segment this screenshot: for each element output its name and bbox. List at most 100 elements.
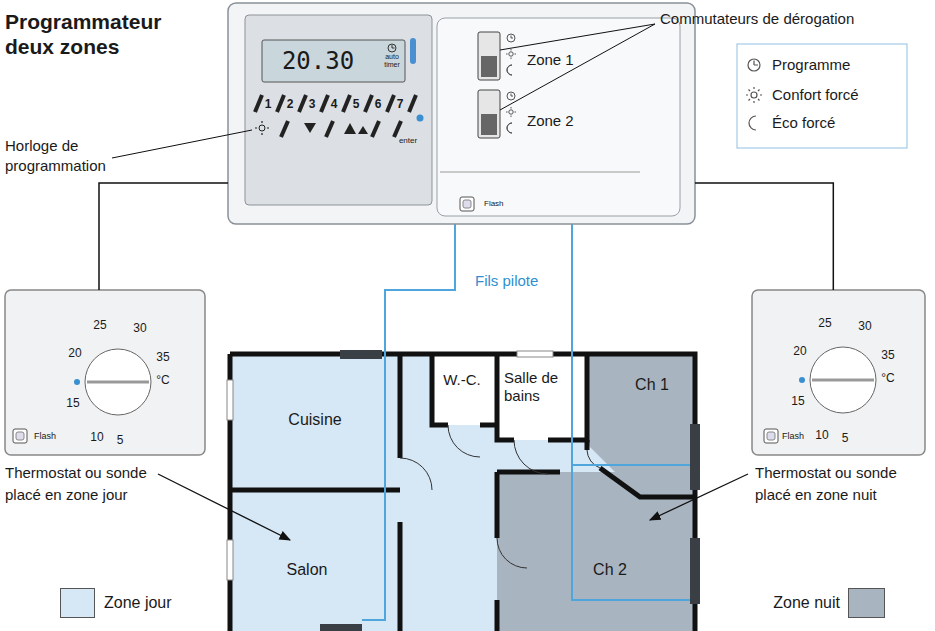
programmer-housing	[262, 40, 405, 82]
floor-plan	[587, 440, 695, 497]
programmer-housing	[392, 45, 395, 48]
override-switch	[506, 107, 516, 117]
floor-plan	[227, 351, 695, 631]
thermostat-housing	[764, 429, 778, 443]
thermostat-housing	[87, 381, 149, 384]
floor-plan	[514, 440, 548, 474]
legend-text: Confort forcé	[772, 86, 859, 104]
keypad-bars	[326, 121, 333, 137]
override-switch	[507, 123, 512, 133]
callout-label: Commutateurs de dérogation	[660, 10, 854, 28]
thermostat-box: 2530203515°C105Flash	[5, 290, 205, 455]
day-number: 6	[375, 97, 382, 111]
radiator	[320, 624, 362, 631]
leader-line	[112, 130, 252, 158]
thermostat-box: 2530203515°C105Flash	[752, 290, 925, 455]
dial-number: 35	[881, 348, 894, 362]
symbol-legend	[749, 116, 756, 130]
programmer-housing	[417, 115, 424, 122]
caption: Thermostat ou sonde placé en zone nuit	[755, 462, 920, 506]
keypad-bars	[277, 95, 284, 112]
zone-label: Zone 1	[527, 51, 574, 69]
legend-text: Zone jour	[104, 593, 172, 612]
keypad-bars	[255, 95, 416, 137]
floor-plan	[230, 488, 400, 493]
dial-number: 10	[815, 428, 828, 442]
room: Salon	[232, 492, 398, 629]
floor-plan	[432, 354, 497, 425]
thermostat-housing	[767, 432, 775, 440]
room: Cuisine	[232, 357, 398, 488]
floor-plan	[230, 354, 695, 631]
callout-label: Horloge de programmation	[5, 136, 123, 177]
floor-plan	[398, 354, 403, 631]
programmer-housing	[437, 18, 680, 216]
dial-number: 15	[66, 396, 79, 410]
legend-swatch	[60, 588, 95, 618]
thermostat-housing	[74, 379, 80, 385]
dial-number: 5	[842, 431, 849, 445]
dial-number: 25	[93, 318, 106, 332]
keypad-bars	[255, 95, 262, 112]
control-cable	[695, 183, 833, 290]
floor-plan	[400, 425, 600, 568]
day-number: 4	[331, 97, 338, 111]
symbol-legend	[754, 61, 758, 66]
pilot-wire	[572, 464, 690, 466]
button-label: Flash	[484, 199, 504, 209]
floor-plan	[497, 472, 560, 631]
day-number: 1	[265, 97, 272, 111]
leader-line	[112, 24, 748, 540]
room-name: Cuisine	[288, 410, 341, 429]
floor-plan	[432, 356, 497, 425]
radiator	[690, 424, 700, 490]
programmer-housing	[228, 3, 695, 224]
lcd-mode: timer	[384, 61, 400, 69]
programmer-housing	[228, 3, 695, 224]
programmer-housing	[255, 121, 269, 135]
dial-number: 10	[90, 430, 103, 444]
dial-number: 35	[156, 350, 169, 364]
keypad-bars	[372, 121, 379, 137]
pilot-wire	[572, 224, 690, 600]
keypad-bars	[281, 121, 288, 137]
legend-text: Éco forcé	[772, 114, 835, 132]
leader-line	[158, 474, 290, 540]
dial-number: 15	[791, 394, 804, 408]
button-label: Flash	[34, 431, 56, 442]
lcd-mode: auto	[385, 53, 399, 61]
day-number: 2	[287, 97, 294, 111]
leader-line	[650, 474, 748, 520]
keypad-bars	[387, 95, 394, 112]
keypad-bars	[394, 121, 401, 137]
thermostat-housing	[799, 377, 805, 383]
floor-plan	[227, 380, 233, 420]
override-switch	[478, 90, 500, 138]
floor-plan	[230, 354, 695, 631]
thermostat-housing	[810, 347, 876, 413]
keypad-bars	[321, 95, 328, 112]
symbol-legend	[737, 44, 907, 148]
dial-number: °C	[881, 371, 894, 385]
dial-number: 25	[818, 316, 831, 330]
pilot-wire	[362, 224, 455, 620]
legend-text: Programme	[772, 56, 850, 74]
button-label: Flash	[782, 431, 804, 442]
radiator	[690, 538, 700, 604]
pilot-wire	[362, 224, 690, 620]
thermostat-housing	[13, 429, 27, 443]
day-number: 7	[397, 97, 404, 111]
symbol-legend	[737, 44, 907, 148]
floor-plan	[448, 425, 480, 457]
floor-plan	[497, 356, 587, 440]
clock-panel: 20.30autotimer1234567enter	[245, 15, 432, 205]
thermostat-housing	[5, 290, 925, 455]
floor-plan	[400, 458, 432, 490]
leader-line	[500, 24, 655, 110]
symbol-legend	[746, 87, 762, 103]
floor-plan	[227, 540, 233, 580]
floor-plan	[497, 356, 695, 631]
programmer-housing	[245, 15, 432, 205]
room: Salle de bains	[498, 357, 585, 439]
room: Ch 2	[500, 500, 690, 630]
